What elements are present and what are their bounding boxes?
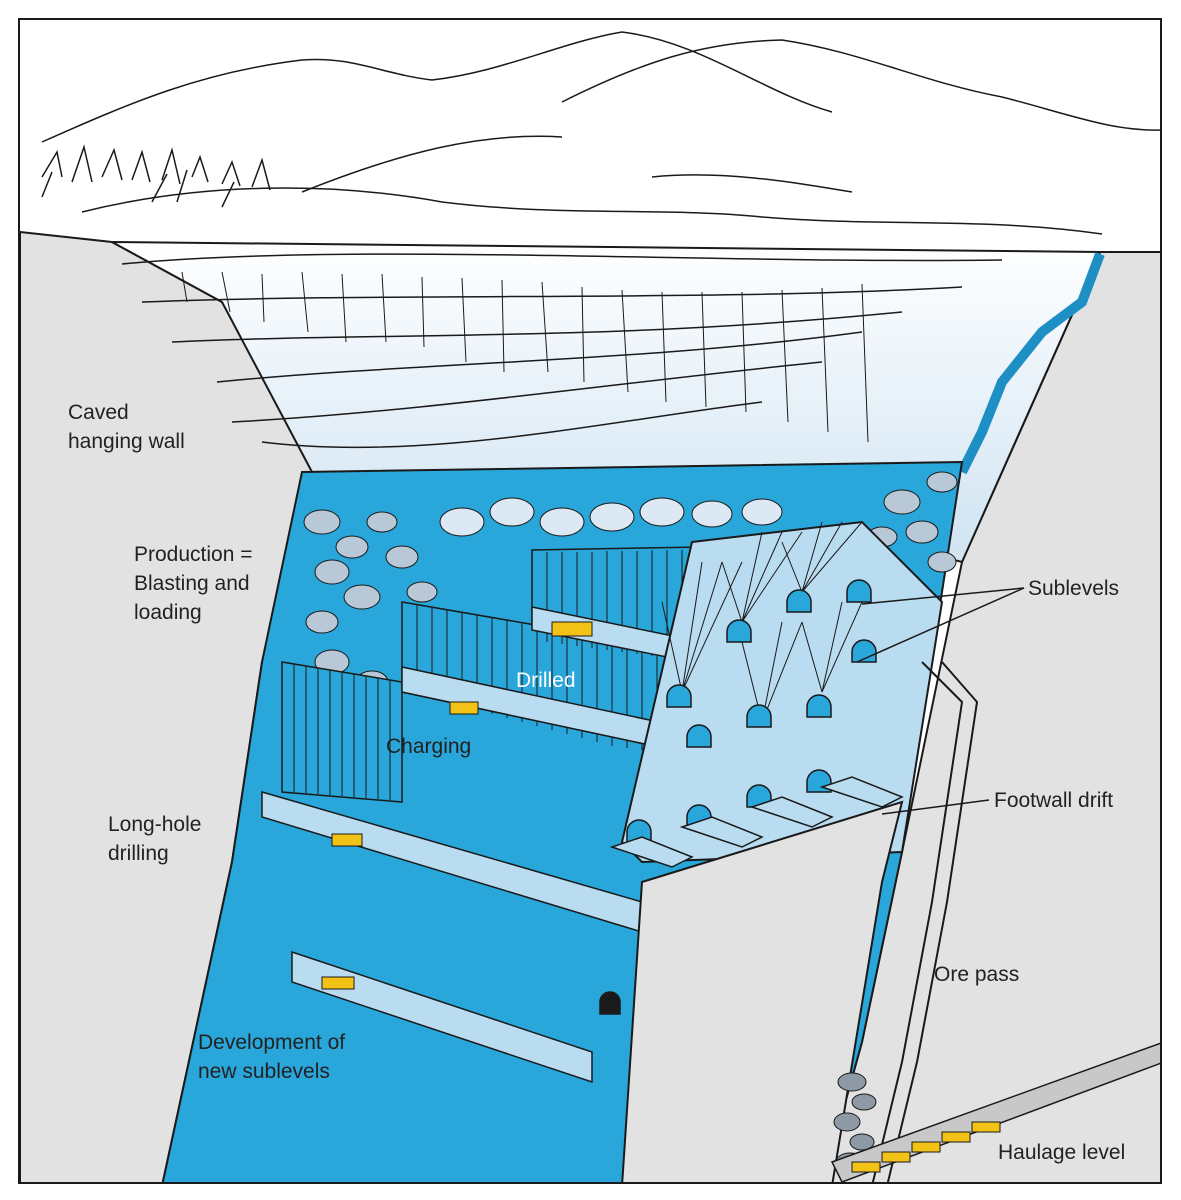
drift-arches bbox=[626, 579, 877, 843]
drill-fans bbox=[661, 521, 863, 723]
drill-hole-lines bbox=[293, 550, 683, 800]
label-long-hole-drilling: Long-hole drilling bbox=[108, 810, 201, 868]
sublevel-caving-illustration bbox=[20, 31, 1160, 1182]
mountain-landscape bbox=[41, 31, 1160, 235]
equipment-development-jumbo bbox=[321, 976, 355, 990]
label-production: Production = Blasting and loading bbox=[134, 540, 253, 627]
caved-rubble bbox=[303, 471, 958, 694]
label-charging: Charging bbox=[386, 735, 472, 758]
label-caved-hanging-wall: Caved hanging wall bbox=[68, 398, 185, 456]
label-long-hole-drilling-line-2: drilling bbox=[108, 842, 169, 865]
caved-zone-fractures bbox=[181, 271, 869, 443]
label-production-line-1: Production = bbox=[134, 543, 253, 566]
equipment-drill-rig bbox=[331, 833, 363, 847]
sublevel-drifts bbox=[261, 606, 703, 1084]
label-production-line-2: Blasting and bbox=[134, 572, 250, 595]
drift-portals bbox=[599, 991, 621, 1015]
leader-lines bbox=[856, 587, 1025, 815]
label-caved-hanging-wall-line-2: hanging wall bbox=[68, 430, 185, 453]
label-sublevels: Sublevels bbox=[1028, 577, 1120, 600]
haulage-train bbox=[851, 1121, 1001, 1173]
label-development: Development of new sublevels bbox=[198, 1028, 345, 1086]
label-development-line-2: new sublevels bbox=[198, 1060, 330, 1083]
diagram-frame: Caved hanging wall Production = Blasting… bbox=[18, 18, 1162, 1184]
equipment-charging-rig bbox=[449, 701, 479, 715]
label-footwall-drift: Footwall drift bbox=[994, 789, 1114, 812]
label-ore-pass: Ore pass bbox=[934, 963, 1020, 986]
footwall-drift-steps bbox=[609, 776, 904, 868]
label-caved-hanging-wall-line-1: Caved bbox=[68, 401, 129, 424]
hanging-wall-dark-edge bbox=[957, 252, 1105, 475]
label-long-hole-drilling-line-1: Long-hole bbox=[108, 813, 202, 836]
ore-pass bbox=[871, 661, 979, 1182]
label-haulage-level: Haulage level bbox=[998, 1141, 1126, 1164]
equipment-loader bbox=[551, 621, 593, 637]
label-development-line-1: Development of bbox=[198, 1031, 346, 1054]
label-drilled: Drilled bbox=[516, 669, 576, 692]
label-production-line-3: loading bbox=[134, 601, 202, 624]
foreground-rock-slab bbox=[621, 800, 904, 1182]
